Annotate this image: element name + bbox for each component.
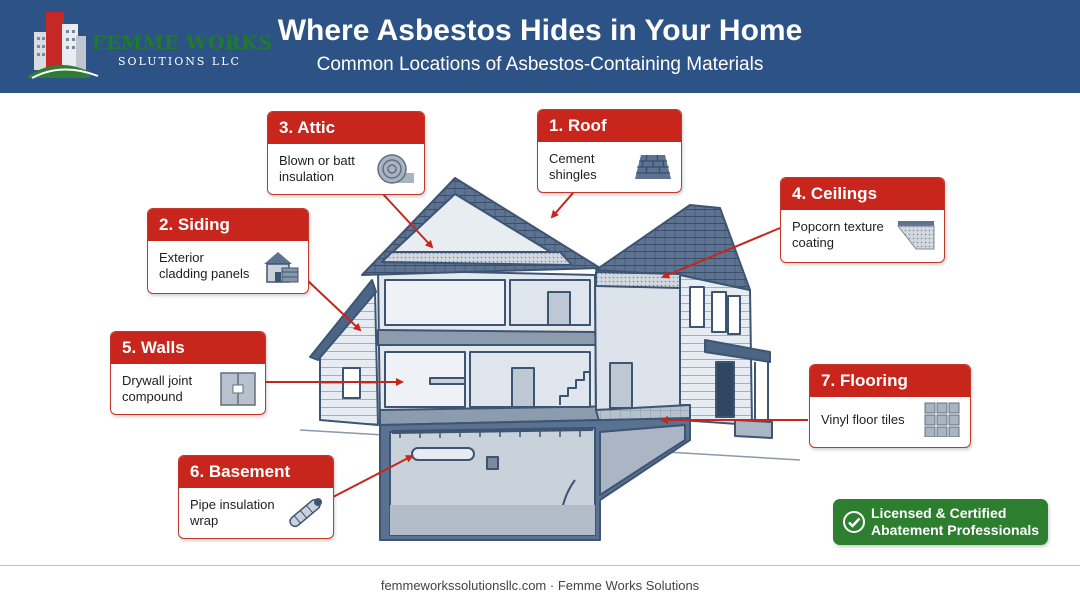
floor-tiles-icon — [924, 402, 960, 437]
callout-arrows — [264, 192, 808, 498]
badge-line-1: Licensed & Certified — [871, 505, 1007, 521]
house-siding-icon — [264, 252, 299, 283]
callout-siding: 2. Siding Exterior cladding panels — [147, 208, 309, 294]
callout-basement: 6. Basement Pipe insulation wrap — [178, 455, 334, 539]
callout-title: 2. Siding — [148, 209, 308, 241]
footer-text: femmeworkssolutionsllc.com · Femme Works… — [380, 578, 700, 593]
callout-title: 5. Walls — [111, 332, 265, 364]
callout-walls: 5. Walls Drywall joint compound — [110, 331, 266, 415]
callout-text: Popcorn texture coating — [792, 219, 884, 250]
page-subtitle: Common Locations of Asbestos-Containing … — [316, 54, 764, 75]
house-cutaway-diagram — [264, 177, 808, 541]
callout-attic: 3. Attic Blown or batt insulation — [267, 111, 425, 195]
check-circle-icon — [843, 511, 865, 533]
popcorn-ceiling-icon — [896, 221, 935, 250]
building-logo-icon — [28, 12, 99, 79]
callout-title: 4. Ceilings — [781, 178, 944, 210]
callout-text: Blown or batt insulation — [279, 153, 355, 184]
pipe-insulation-icon — [289, 498, 323, 528]
footer-divider — [0, 565, 1080, 566]
callout-title: 6. Basement — [179, 456, 333, 488]
callout-title: 1. Roof — [538, 110, 681, 142]
logo-name: FEMME WORKS — [92, 32, 273, 54]
shingles-icon — [635, 154, 671, 179]
badge-line-2: Abatement Professionals — [871, 522, 1040, 538]
insulation-roll-icon — [377, 154, 414, 184]
callout-text: Cement shingles — [549, 151, 597, 182]
logo-subtitle: SOLUTIONS LLC — [118, 55, 241, 68]
company-logo — [28, 10, 258, 82]
callout-text: Pipe insulation wrap — [190, 497, 275, 528]
header-banner: FEMME WORKS SOLUTIONS LLC Where Asbestos… — [0, 0, 1080, 93]
callout-ceilings: 4. Ceilings Popcorn texture coating — [780, 177, 945, 263]
drywall-joint-icon — [220, 372, 256, 406]
house-structure — [299, 177, 801, 541]
callout-roof: 1. Roof Cement shingles — [537, 109, 682, 193]
page-title: Where Asbestos Hides in Your Home — [277, 14, 803, 47]
callout-text: Exterior cladding panels — [159, 250, 250, 281]
callout-title: 3. Attic — [268, 112, 424, 144]
callout-text: Vinyl floor tiles — [821, 412, 905, 427]
callout-title: 7. Flooring — [810, 365, 970, 397]
callout-flooring: 7. Flooring Vinyl floor tiles — [809, 364, 971, 448]
callout-text: Drywall joint compound — [122, 373, 193, 404]
